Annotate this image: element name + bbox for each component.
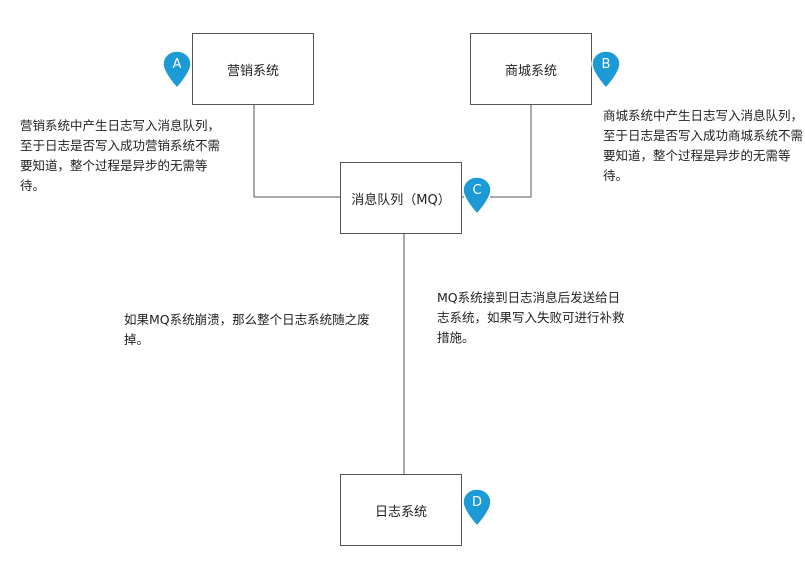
node-mq-label: 消息队列（MQ）	[351, 192, 451, 208]
connector-marketing-to-mq	[253, 104, 341, 198]
node-log-system: 日志系统	[340, 474, 462, 546]
node-log-label: 日志系统	[374, 504, 427, 520]
note-mq-crash: 如果MQ系统崩溃，那么整个日志系统随之废掉。	[124, 312, 370, 347]
note-log-delivery: MQ系统接到日志消息后发送给日志系统，如果写入失败可进行补救措施。	[437, 290, 625, 345]
note-marketing-system: 营销系统中产生日志写入消息队列，至于日志是否写入成功营销系统不需要知道，整个过程…	[20, 118, 221, 193]
marker-b-label: B	[601, 56, 611, 72]
marker-c-pin-icon: C	[462, 176, 492, 216]
node-message-queue: 消息队列（MQ）	[340, 162, 462, 234]
marker-a-label: A	[172, 56, 182, 72]
node-mall-label: 商城系统	[504, 63, 557, 79]
node-marketing-label: 营销系统	[226, 63, 279, 79]
marker-b-pin-icon: B	[591, 50, 621, 90]
node-marketing-system: 营销系统	[192, 33, 314, 105]
marker-d-pin-icon: D	[462, 488, 492, 528]
marker-d-label: D	[471, 494, 482, 510]
node-mall-system: 商城系统	[470, 33, 592, 105]
marker-a-pin-icon: A	[162, 50, 192, 90]
note-mall-system: 商城系统中产生日志写入消息队列，至于日志是否写入成功商城系统不需要知道，整个过程…	[603, 108, 804, 183]
marker-c-label: C	[472, 182, 482, 198]
